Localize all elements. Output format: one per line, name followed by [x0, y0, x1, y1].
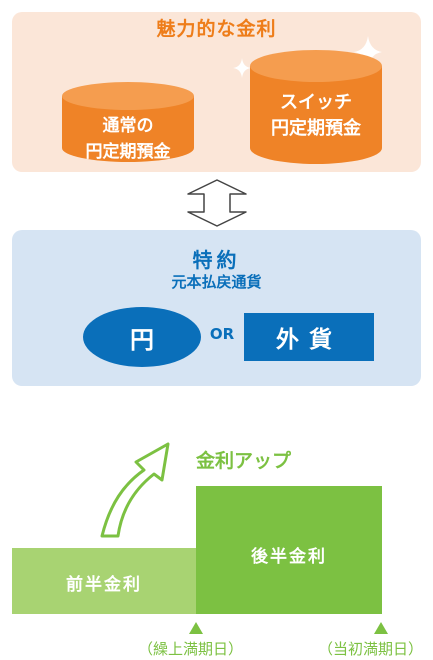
switch-deposit-cylinder: スイッチ 円定期預金 [250, 50, 382, 164]
second-half-rate-label: 後半金利 [251, 547, 327, 567]
double-arrow-icon [187, 179, 247, 227]
switch-deposit-label-line1: スイッチ [280, 92, 352, 113]
rate-up-label: 金利アップ [196, 450, 292, 472]
original-maturity-date-label: （当初満期日） [318, 640, 424, 658]
first-half-rate-bar: 前半金利 [12, 548, 196, 614]
special-clause-title: 特約 [192, 248, 241, 272]
yen-option: 円 [83, 307, 201, 367]
first-half-rate-label: 前半金利 [66, 575, 142, 595]
attractive-rate-title: 魅力的な金利 [156, 18, 277, 40]
original-maturity-marker-icon [374, 622, 388, 634]
early-maturity-date-label: （繰上満期日） [138, 640, 244, 658]
second-half-rate-bar: 後半金利 [196, 486, 382, 614]
foreign-currency-option: 外貨 [244, 313, 374, 361]
normal-deposit-label-line2: 円定期預金 [85, 142, 171, 162]
sparkle-icon [233, 58, 251, 78]
sparkle-icon [354, 36, 382, 68]
normal-deposit-label-line1: 通常の [102, 116, 154, 136]
or-label: OR [209, 325, 235, 343]
rate-up-arrow-icon [100, 442, 170, 538]
normal-deposit-cylinder: 通常の 円定期預金 [62, 82, 194, 164]
principal-currency-subtitle: 元本払戻通貨 [171, 273, 262, 291]
early-maturity-marker-icon [189, 622, 203, 634]
switch-deposit-label-line2: 円定期預金 [271, 118, 361, 139]
